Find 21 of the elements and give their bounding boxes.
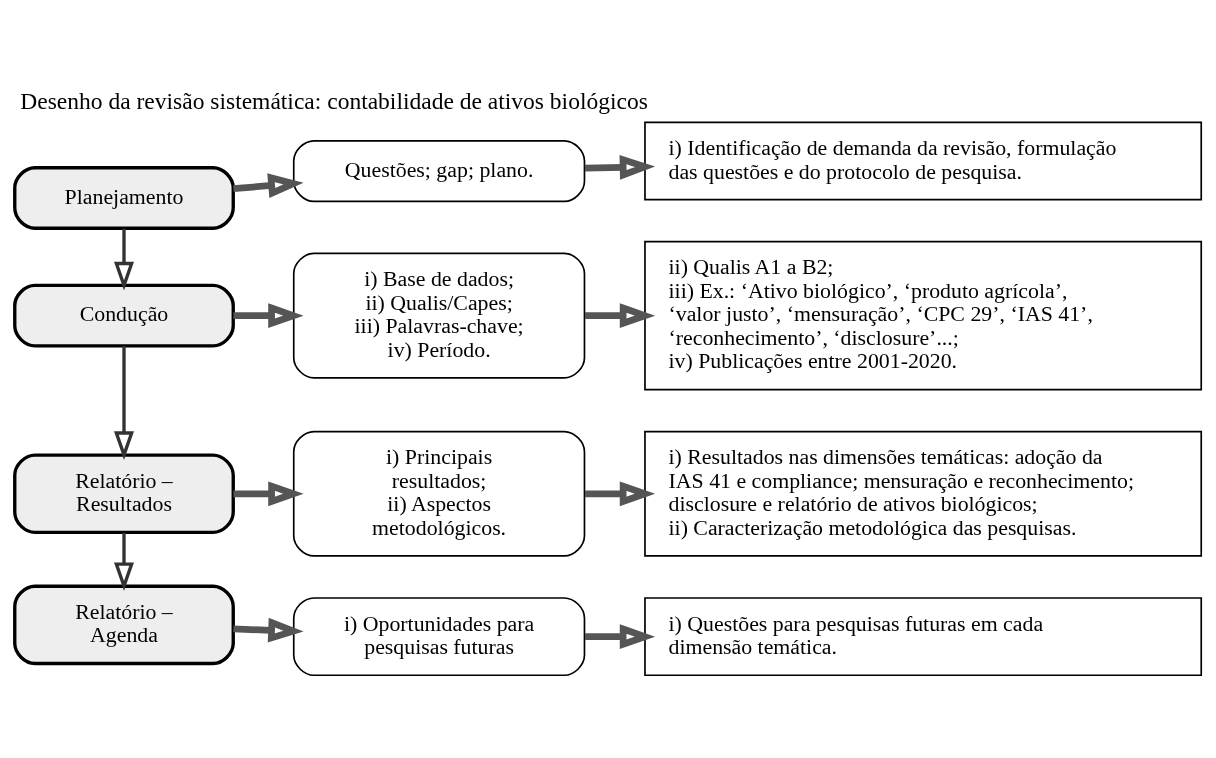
node-box: Relatório – Resultados [13,452,235,534]
arrow [233,480,304,506]
arrow [233,302,304,328]
node-box: i) Identificação de demanda da revisão, formulação das questões e do protocolo de pesquisa. [644,121,1203,200]
node-box: Condução [13,283,235,348]
node-box: i) Resultados nas dimensões temáticas: adoção da IAS 41 e compliance; mensuração e reconhecimento; disclosure e relatório de ativos biológicos; ii) Caracterização metodológica das pesquisas. [644,430,1203,557]
arrow [584,154,656,180]
node-box: Planejamento [13,165,235,230]
arrow [233,617,304,643]
diagram-title: Desenho da revisão sistemática: contabilidade de ativos biológicos [20,87,648,114]
node-box: i) Principais resultados; ii) Aspectos metodológicos. [292,430,586,557]
arrow [114,532,134,591]
node-box: i) Oportunidades para pesquisas futuras [292,596,586,676]
node-box: Questões; gap; plano. [292,139,586,202]
node-box: i) Base de dados; ii) Qualis/Capes; iii) Palavras-chave; iv) Período. [292,252,586,379]
node-box: i) Questões para pesquisas futuras em cada dimensão temática. [644,596,1203,676]
arrow [114,228,134,290]
arrow [114,345,134,460]
arrow [233,172,304,198]
node-box: ii) Qualis A1 a B2; iii) Ex.: ‘Ativo biológico’, ‘produto agrícola’, ‘valor justo’, ‘mensuração’, ‘CPC 29’, ‘IAS 41’, ‘reconhecimento’, ‘disclosure’...; iv) Publicações entre 2001-2020. [644,240,1203,390]
node-box: Relatório – Agenda [13,584,235,665]
